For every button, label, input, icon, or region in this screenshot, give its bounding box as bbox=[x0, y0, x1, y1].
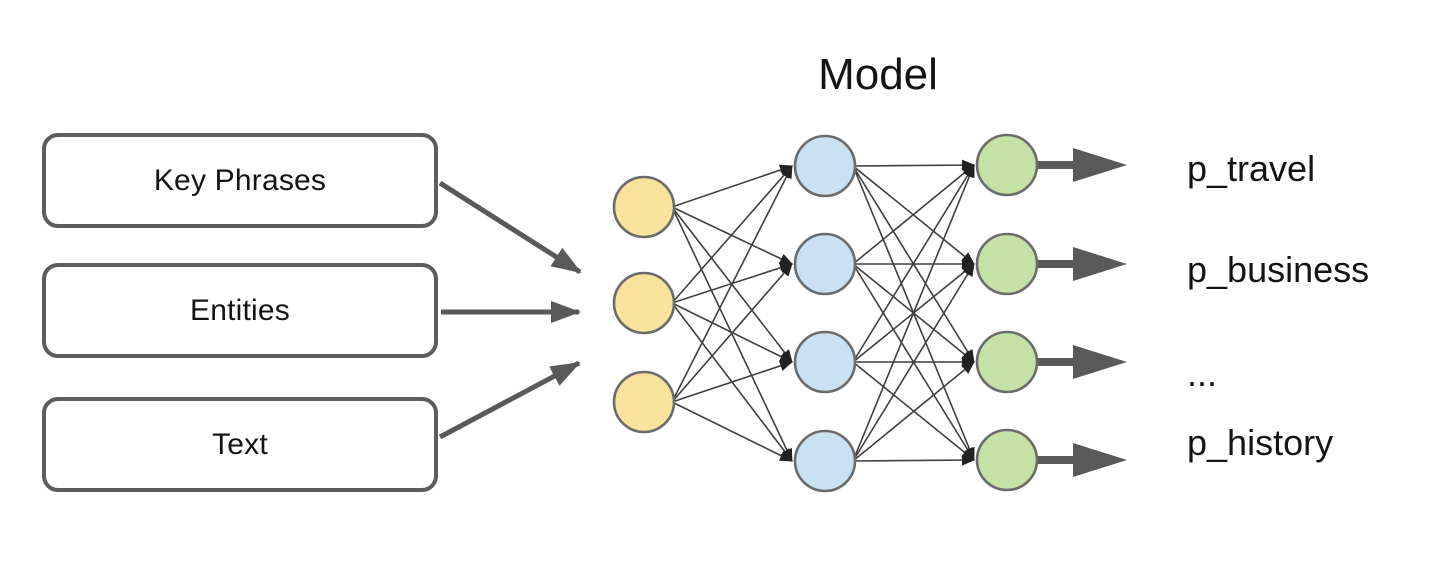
edge-hidden-output bbox=[852, 164, 975, 265]
hidden-node bbox=[793, 429, 857, 493]
box-to-network-arrow bbox=[438, 180, 582, 275]
input-node bbox=[612, 370, 676, 434]
edge-input-hidden bbox=[671, 165, 793, 304]
input-box-label: Text bbox=[212, 427, 268, 461]
output-arrow-head bbox=[1073, 443, 1127, 477]
edge-hidden-output bbox=[852, 263, 975, 462]
edge-input-hidden bbox=[671, 263, 793, 403]
output-label-history: p_history bbox=[1187, 422, 1334, 463]
input-node bbox=[612, 271, 676, 335]
input-box-entities: Entities bbox=[42, 263, 438, 358]
output-node bbox=[975, 133, 1039, 197]
input-box-text: Text bbox=[42, 397, 438, 492]
model-title: Model bbox=[818, 50, 938, 99]
hidden-node bbox=[793, 134, 857, 198]
input-box-label: Entities bbox=[190, 293, 290, 327]
edge-input-hidden bbox=[671, 165, 793, 403]
output-label-travel: p_travel bbox=[1187, 148, 1316, 189]
edge-hidden-output bbox=[852, 454, 975, 466]
edge-input-hidden bbox=[671, 164, 793, 208]
edge-input-hidden bbox=[671, 401, 793, 462]
output-node bbox=[975, 232, 1039, 296]
output-arrow-head bbox=[1073, 247, 1127, 281]
edge-input-hidden bbox=[671, 360, 793, 403]
input-box-label: Key Phrases bbox=[153, 163, 327, 197]
output-label-business: p_business bbox=[1187, 249, 1370, 290]
edge-hidden-output bbox=[852, 159, 975, 171]
input-node bbox=[612, 175, 676, 239]
edge-hidden-output bbox=[852, 164, 975, 462]
edge-hidden-output bbox=[852, 164, 975, 363]
output-arrow-head bbox=[1073, 148, 1127, 182]
output-arrow-head bbox=[1073, 345, 1127, 379]
edge-hidden-output bbox=[852, 361, 975, 462]
output-node bbox=[975, 330, 1039, 394]
input-box-key-phrases: Key Phrases bbox=[42, 133, 438, 228]
hidden-node bbox=[793, 232, 857, 296]
hidden-node bbox=[793, 330, 857, 394]
box-to-network-arrow bbox=[438, 360, 581, 440]
output-label-ellipsis: ... bbox=[1187, 353, 1218, 394]
output-node bbox=[975, 428, 1039, 492]
